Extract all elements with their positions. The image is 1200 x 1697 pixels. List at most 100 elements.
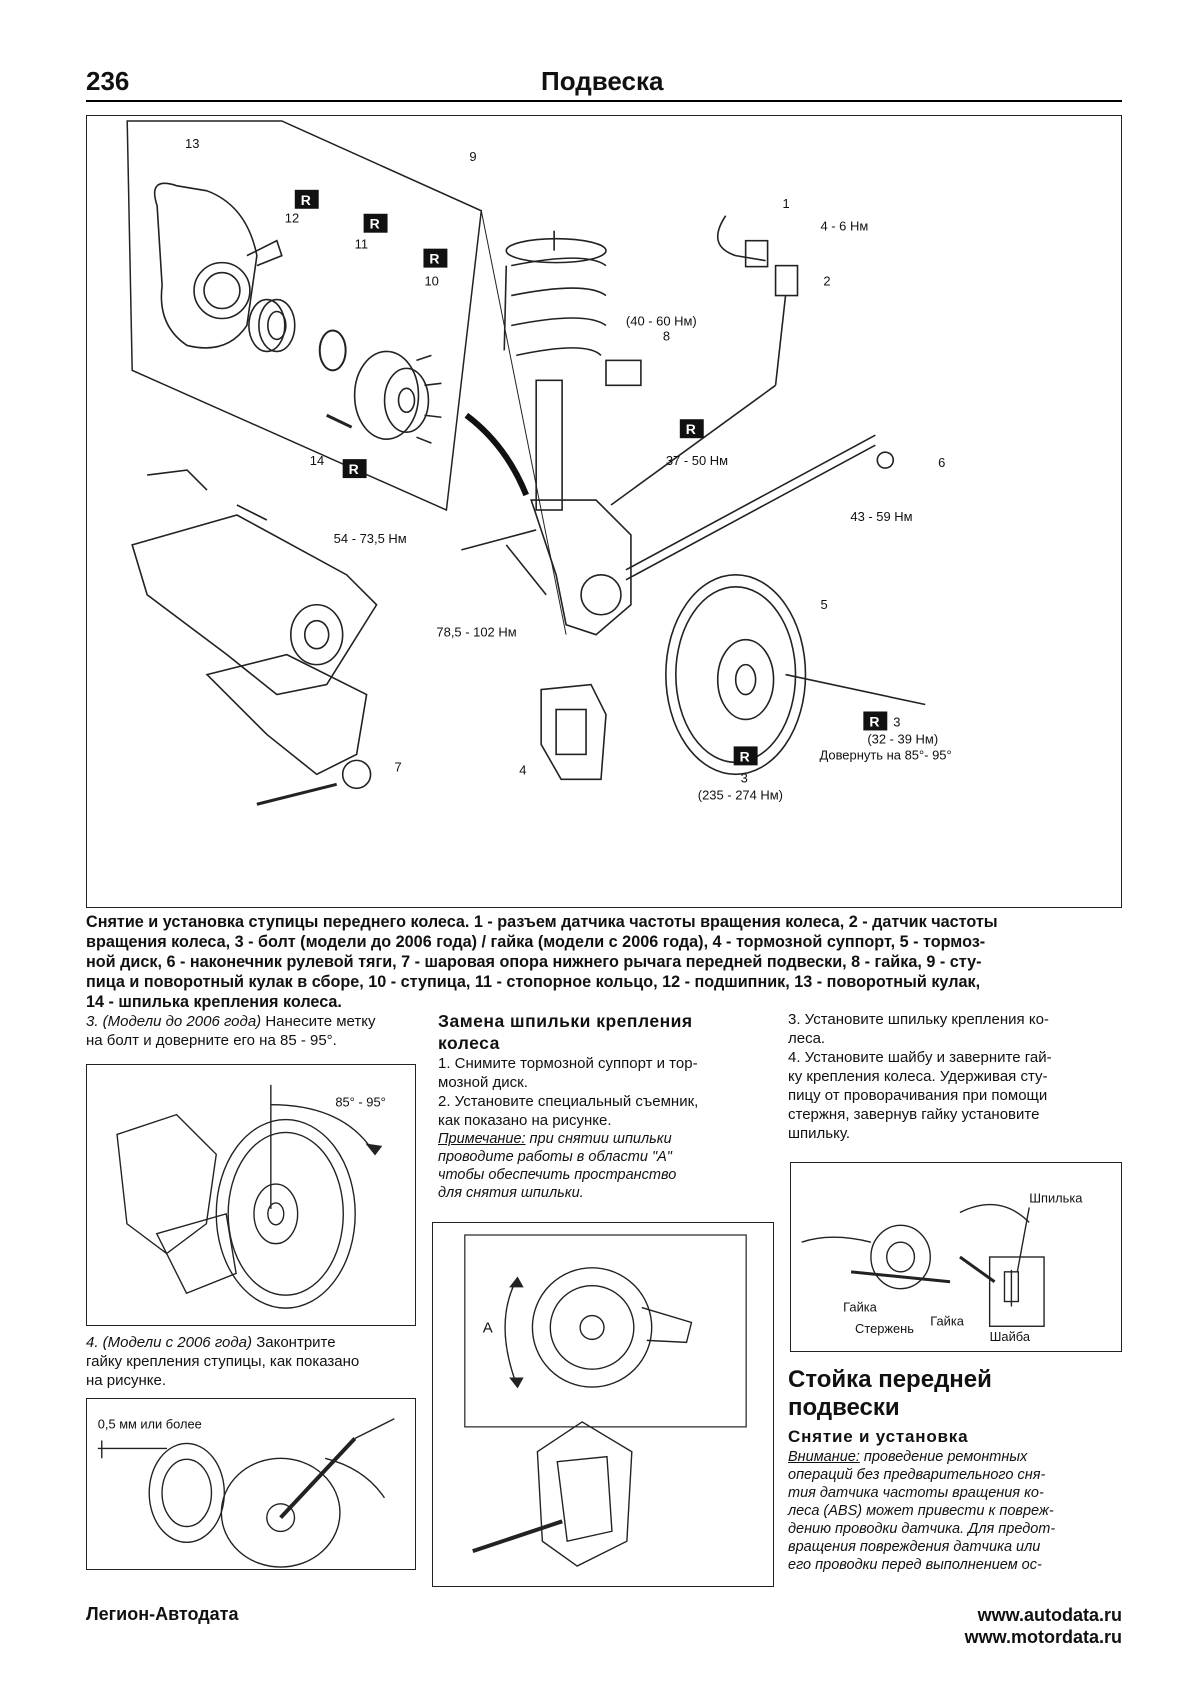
right-step4: 4. Установите шайбу и заверните гай- xyxy=(788,1049,1052,1066)
label-4: 4 xyxy=(519,762,526,777)
torque-32-39: (32 - 39 Нм) xyxy=(867,731,938,746)
brake-disc xyxy=(665,574,926,776)
publisher-name: Легион-Автодата xyxy=(86,1604,239,1624)
left-column-step3: 3. (Модели до 2006 года) Нанесите метку … xyxy=(86,1012,416,1050)
figure-stud-install: Шпилька Гайка Стержень Гайка Шайба xyxy=(790,1162,1122,1352)
callout-arrow xyxy=(464,412,529,497)
knuckle-assembly xyxy=(461,499,632,636)
label-13: 13 xyxy=(185,136,199,151)
warning-line4: леса (ABS) может привести к повреж- xyxy=(788,1503,1054,1519)
caption-line: 14 - шпилька крепления колеса. xyxy=(86,993,342,1011)
step4-text-line2: гайку крепления ступицы, как показано xyxy=(86,1353,360,1370)
label-6: 6 xyxy=(938,455,945,470)
left-column-step4: 4. (Модели с 2006 года) Законтрите гайку… xyxy=(86,1333,416,1390)
replace-badge: R xyxy=(363,213,388,233)
stud-replacement-heading-line2: колеса xyxy=(438,1033,500,1053)
torque-4-6: 4 - 6 Нм xyxy=(820,219,868,234)
label-3b: 3 xyxy=(741,770,748,785)
page-header: 236 Подвеска xyxy=(86,62,1122,102)
strut-heading-line2: подвески xyxy=(788,1394,900,1421)
steering-knuckle xyxy=(153,182,283,349)
figure-caption: Снятие и установка ступицы переднего кол… xyxy=(86,912,1122,1012)
angle-label: 85° - 95° xyxy=(335,1095,385,1110)
page-number: 236 xyxy=(86,66,130,96)
step4-text: Законтрите xyxy=(252,1334,336,1351)
replace-badge: R xyxy=(679,419,704,439)
mid-step2b: как показано на рисунке. xyxy=(438,1112,612,1129)
main-hub-exploded-diagram: R R R R R R R 13 12 11 10 9 14 1 2 8 6 5… xyxy=(86,115,1122,908)
replace-badge: R xyxy=(342,459,367,479)
mid-step1b: мозной диск. xyxy=(438,1074,528,1091)
svg-text:R: R xyxy=(301,192,311,208)
brake-caliper xyxy=(540,683,607,781)
warning-line5: дению проводки датчика. Для предот- xyxy=(788,1521,1056,1537)
note-text: при снятии шпильки xyxy=(525,1131,672,1147)
step4-text-line3: на рисунке. xyxy=(86,1372,167,1389)
strut-assembly xyxy=(503,230,607,511)
step4-model-note: 4. (Модели с 2006 года) xyxy=(86,1334,253,1351)
torque-235-274: (235 - 274 Нм) xyxy=(698,787,783,802)
torque-37-50: 37 - 50 Нм xyxy=(666,453,728,468)
label-3a: 3 xyxy=(893,714,900,729)
label-5: 5 xyxy=(820,597,827,612)
caption-line: Снятие и установка ступицы переднего кол… xyxy=(86,913,998,931)
replace-badge: R xyxy=(423,248,448,268)
rod-label: Стержень xyxy=(855,1321,914,1336)
replace-badge: R xyxy=(294,189,319,209)
area-a-label: A xyxy=(483,1320,493,1336)
wheel-bearing xyxy=(248,298,296,353)
wheel-stud xyxy=(326,413,353,429)
note-label: Примечание: xyxy=(438,1131,526,1147)
label-9: 9 xyxy=(469,149,476,164)
right-step3: 3. Установите шпильку крепления ко- xyxy=(788,1011,1049,1028)
step3-model-note: 3. (Модели до 2006 года) xyxy=(86,1013,262,1030)
snap-ring xyxy=(318,329,347,372)
inset-frame xyxy=(126,120,483,512)
sensor-bracket xyxy=(605,359,642,387)
stud-label: Шпилька xyxy=(1029,1191,1083,1206)
section-title: Подвеска xyxy=(541,66,664,96)
strut-heading: Стойка передней xyxy=(788,1366,992,1393)
figure-nut-stake: 0,5 мм или более xyxy=(86,1398,416,1570)
torque-54-73: 54 - 73,5 Нм xyxy=(334,531,407,546)
warning-line7: его проводки перед выполнением ос- xyxy=(788,1557,1042,1573)
nut-label-1: Гайка xyxy=(843,1299,877,1314)
label-8: 8 xyxy=(663,328,670,343)
torque-dovernut: Довернуть на 85°- 95° xyxy=(819,747,951,762)
leader-line xyxy=(480,210,567,635)
step3-text: Нанесите метку xyxy=(261,1013,376,1030)
replace-badge: R xyxy=(733,746,758,766)
svg-text:R: R xyxy=(686,421,696,437)
right-step3b: леса. xyxy=(788,1030,826,1047)
svg-text:R: R xyxy=(869,713,879,729)
removal-install-heading: Снятие и установка xyxy=(788,1427,969,1446)
torque-78-102: 78,5 - 102 Нм xyxy=(436,625,516,640)
warning-text: проведение ремонтных xyxy=(859,1449,1028,1465)
wheel-hub xyxy=(353,350,442,444)
subframe-lower-arm xyxy=(131,469,378,806)
figure-hub-mark: 85° - 95° xyxy=(86,1064,416,1326)
warning-line3: тия датчика частоты вращения ко- xyxy=(788,1485,1044,1501)
warning-label: Внимание: xyxy=(788,1449,860,1465)
middle-column-text: Замена шпильки крепления колеса 1. Сними… xyxy=(438,1010,774,1202)
label-7: 7 xyxy=(395,759,402,774)
warning-line6: вращения повреждения датчика или xyxy=(788,1539,1041,1555)
abs-sensor xyxy=(610,215,799,506)
label-2: 2 xyxy=(823,274,830,289)
warning-line2: операций без предварительного сня- xyxy=(788,1467,1046,1483)
nut-label-2: Гайка xyxy=(930,1313,964,1328)
url-autodata[interactable]: www.autodata.ru xyxy=(977,1605,1122,1625)
note-text-line2: проводите работы в области "А" xyxy=(438,1149,672,1165)
svg-text:R: R xyxy=(370,216,380,232)
caption-line: ной диск, 6 - наконечник рулевой тяги, 7… xyxy=(86,953,982,971)
svg-text:R: R xyxy=(740,748,750,764)
url-motordata[interactable]: www.motordata.ru xyxy=(964,1627,1122,1647)
publisher-urls: www.autodata.ru www.motordata.ru xyxy=(965,1604,1122,1648)
replace-badge: R xyxy=(863,711,888,731)
stud-replacement-heading: Замена шпильки крепления xyxy=(438,1011,693,1031)
note-text-line4: для снятия шпильки. xyxy=(438,1185,584,1201)
washer-label: Шайба xyxy=(990,1329,1031,1344)
torque-40-60: (40 - 60 Нм) xyxy=(626,313,697,328)
caption-line: вращения колеса, 3 - болт (модели до 200… xyxy=(86,933,986,951)
gap-label: 0,5 мм или более xyxy=(98,1417,202,1432)
